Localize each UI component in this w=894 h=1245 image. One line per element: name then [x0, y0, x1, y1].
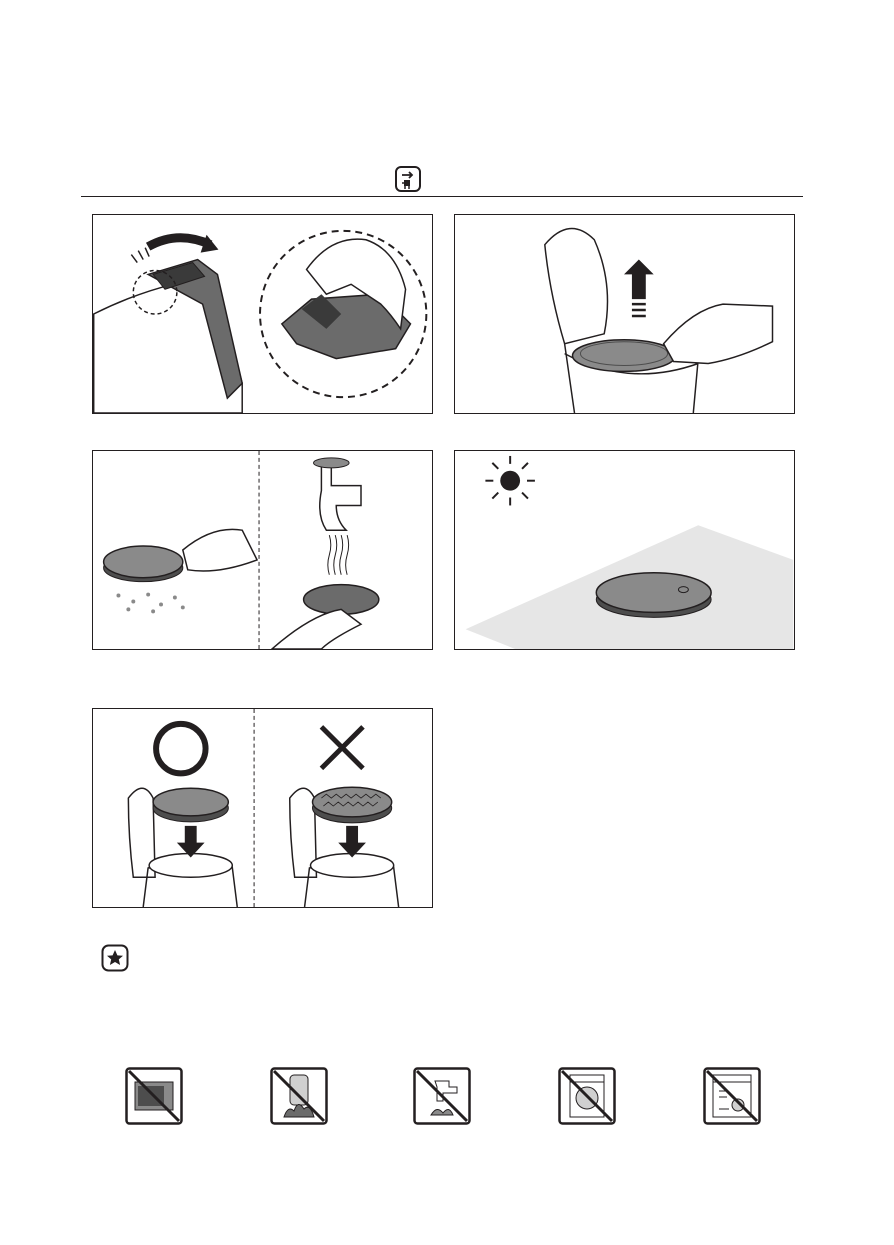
no-oven-icon [125, 1067, 183, 1125]
up-arrow-icon [624, 260, 654, 316]
no-dishwasher-icon [703, 1067, 761, 1125]
correct-circle-icon [156, 724, 206, 774]
remove-dust-bin-panel [92, 214, 433, 414]
header-divider [81, 196, 803, 197]
tap-icon [313, 458, 361, 530]
unplug-icon [395, 166, 421, 192]
star-icon [101, 944, 129, 972]
no-hot-water-icon [413, 1067, 471, 1125]
wash-filter-panel [92, 450, 433, 650]
no-washing-machine-icon [558, 1067, 616, 1125]
reinsert-filter-panel [92, 708, 433, 908]
rotate-arrow-icon [131, 235, 218, 263]
no-fire-icon [270, 1067, 328, 1125]
dry-filter-panel [454, 450, 795, 650]
sun-icon [485, 456, 535, 506]
wrong-x-icon [321, 727, 363, 769]
lift-filter-panel [454, 214, 795, 414]
